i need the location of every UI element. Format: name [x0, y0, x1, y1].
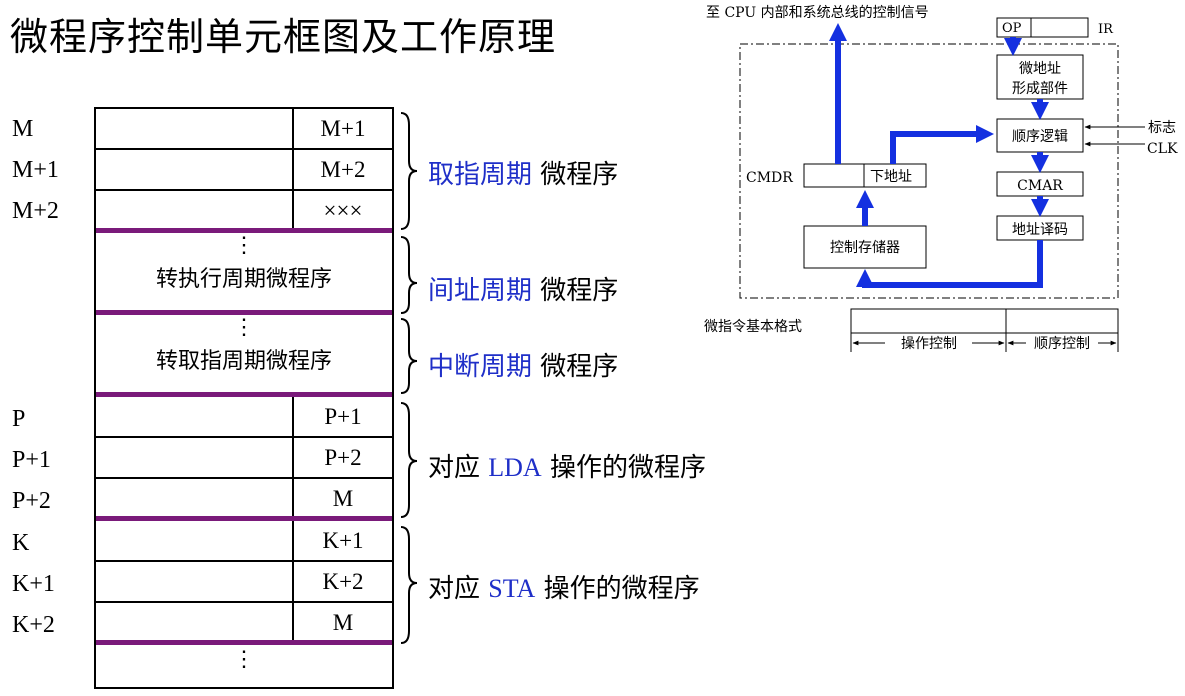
- bracket-group: [400, 112, 418, 644]
- interrupt-text: 转取指周期微程序: [155, 349, 332, 374]
- address-decoder-box: [996, 215, 1084, 241]
- memory-row: M: [96, 603, 392, 645]
- brace-icon: [400, 402, 418, 518]
- address-former-line1: 微地址: [1019, 61, 1061, 77]
- cmdr-register: [803, 163, 927, 188]
- next-address-cell: K+1: [322, 528, 364, 553]
- next-address-cell: P+1: [324, 404, 362, 429]
- memory-row: M+2: [96, 150, 392, 191]
- address-label: P+2: [12, 488, 51, 514]
- interrupt-block: ⋮ 转取指周期微程序: [96, 315, 392, 397]
- address-label: P+1: [12, 447, 51, 473]
- memory-row: P+1: [96, 397, 392, 438]
- memory-row: K+2: [96, 562, 392, 603]
- page-title: 微程序控制单元框图及工作原理: [10, 15, 557, 59]
- control-unit-boundary: [739, 43, 1119, 299]
- fetch-cycle-label: 取指周期 微程序: [428, 160, 619, 190]
- ellipsis: ⋮: [96, 645, 392, 689]
- address-former-line2: 形成部件: [1012, 81, 1068, 97]
- memory-row: M+1: [96, 109, 392, 150]
- next-address-arrow: [890, 125, 994, 164]
- seq-control-label: 顺序控制: [1034, 336, 1090, 352]
- ir-register: [996, 17, 1089, 38]
- cmar-label: CMAR: [1017, 178, 1063, 194]
- memory-row: ×××: [96, 191, 392, 233]
- address-label: K+1: [12, 571, 55, 597]
- indirect-block: ⋮ 转执行周期微程序: [96, 233, 392, 315]
- ellipsis: ⋮: [233, 315, 255, 340]
- brace-icon: [400, 112, 418, 230]
- control-store-label: 控制存储器: [830, 240, 900, 256]
- indirect-text: 转执行周期微程序: [155, 267, 332, 292]
- address-label: M: [12, 116, 34, 142]
- format-box: [850, 308, 1119, 334]
- clk-label: CLK: [1147, 141, 1178, 157]
- brace-icon: [400, 236, 418, 314]
- control-memory-table: M+1 M+2 ××× ⋮ 转执行周期微程序 ⋮ 转取指周期微程序 P+1 P+…: [94, 107, 394, 689]
- next-address-field: 下地址: [870, 169, 912, 185]
- next-address-cell: ×××: [323, 198, 363, 223]
- cmar-box: [996, 171, 1084, 197]
- next-address-cell: K+2: [322, 569, 364, 594]
- sequence-logic-label: 顺序逻辑: [1012, 129, 1068, 145]
- format-label: 微指令基本格式: [704, 318, 802, 335]
- flag-label: 标志: [1148, 120, 1176, 136]
- op-field: OP: [1002, 21, 1022, 36]
- indirect-cycle-label: 间址周期 微程序: [428, 276, 619, 306]
- ir-label: IR: [1098, 22, 1114, 37]
- next-address-cell: M+1: [320, 116, 366, 141]
- cmdr-label: CMDR: [746, 170, 793, 186]
- address-label: K: [12, 530, 30, 556]
- address-label: K+2: [12, 612, 55, 638]
- next-address-cell: P+2: [324, 445, 362, 470]
- memory-row: K+1: [96, 521, 392, 562]
- address-decoder-label: 地址译码: [1012, 222, 1068, 238]
- memory-row: P+2: [96, 438, 392, 479]
- interrupt-cycle-label: 中断周期 微程序: [428, 352, 619, 382]
- control-signal-label: 至 CPU 内部和系统总线的控制信号: [706, 5, 929, 21]
- address-label: M+2: [12, 198, 59, 224]
- sta-label: 对应 STA 操作的微程序: [428, 574, 700, 604]
- op-control-label: 操作控制: [901, 336, 957, 352]
- next-address-cell: M+2: [320, 157, 366, 182]
- brace-icon: [400, 526, 418, 644]
- memory-row: M: [96, 479, 392, 521]
- brace-icon: [400, 318, 418, 394]
- lda-label: 对应 LDA 操作的微程序: [428, 453, 706, 483]
- ellipsis: ⋮: [233, 233, 255, 258]
- next-address-cell: M: [332, 486, 354, 511]
- address-label: M+1: [12, 157, 59, 183]
- next-address-cell: M: [332, 610, 354, 635]
- decoder-to-store-arrow: [856, 240, 1043, 288]
- address-label: P: [12, 406, 26, 432]
